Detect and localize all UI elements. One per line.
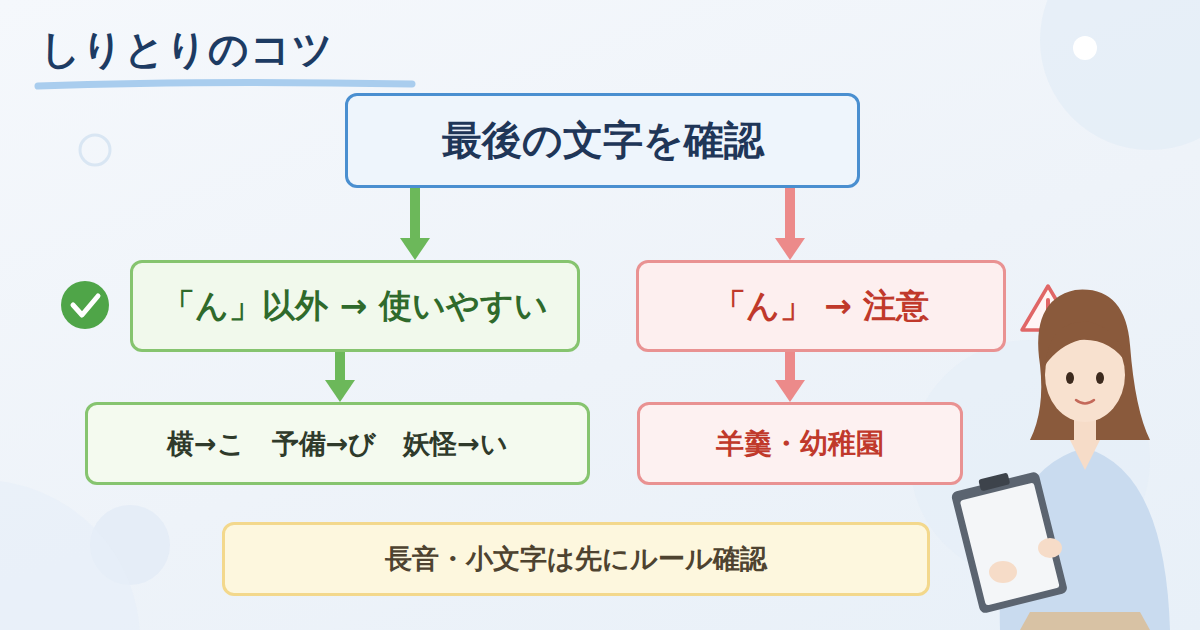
shirt (1000, 448, 1170, 630)
warning-triangle (1022, 286, 1074, 330)
eye (1066, 372, 1074, 384)
warning-icon (1022, 286, 1074, 330)
node-text: 横→こ 予備→び 妖怪→い (167, 426, 508, 462)
bangs (1045, 322, 1128, 365)
face (1045, 328, 1125, 422)
clipboard-paper (960, 482, 1060, 605)
hair (1030, 290, 1150, 440)
hand (989, 561, 1017, 583)
hand (1038, 538, 1062, 558)
warning-dot (1046, 321, 1051, 326)
clipboard (949, 465, 1068, 614)
mouth (1076, 400, 1094, 404)
node-text: 羊羹・幼稚園 (716, 425, 884, 463)
caution-box: 「ん」 → 注意 (636, 260, 1006, 352)
decor-dot (1073, 36, 1097, 60)
decor-ring (80, 135, 110, 165)
node-text: 「ん」 → 注意 (713, 284, 930, 329)
neck (1074, 410, 1096, 444)
flow-arrow (335, 352, 345, 380)
skirt (1020, 612, 1150, 630)
check-mark (73, 296, 98, 315)
neck (1070, 440, 1100, 470)
clipboard-board (951, 471, 1069, 614)
diagram-title: しりとりのコツ (40, 22, 334, 77)
flow-arrow (785, 188, 795, 238)
note-box: 長音・小文字は先にルール確認 (222, 522, 930, 596)
node-text: 「ん」以外 → 使いやすい (162, 284, 548, 329)
ok-box: 「ん」以外 → 使いやすい (130, 260, 580, 352)
check-icon (61, 281, 109, 329)
eye (1096, 372, 1104, 384)
warning-bar (1046, 300, 1050, 316)
example-box: 羊羹・幼稚園 (637, 402, 963, 485)
node-text: 最後の文字を確認 (442, 113, 764, 168)
decor-circle (0, 480, 140, 630)
node-text: 長音・小文字は先にルール確認 (385, 541, 767, 577)
example-box: 横→こ 予備→び 妖怪→い (85, 402, 590, 485)
step-box: 最後の文字を確認 (345, 93, 860, 188)
flow-arrow (785, 352, 795, 380)
flow-arrow (410, 188, 420, 238)
check-circle (61, 281, 109, 329)
clipboard-clip (978, 472, 1010, 491)
decor-circle (1040, 0, 1200, 150)
title-underline (38, 82, 412, 86)
